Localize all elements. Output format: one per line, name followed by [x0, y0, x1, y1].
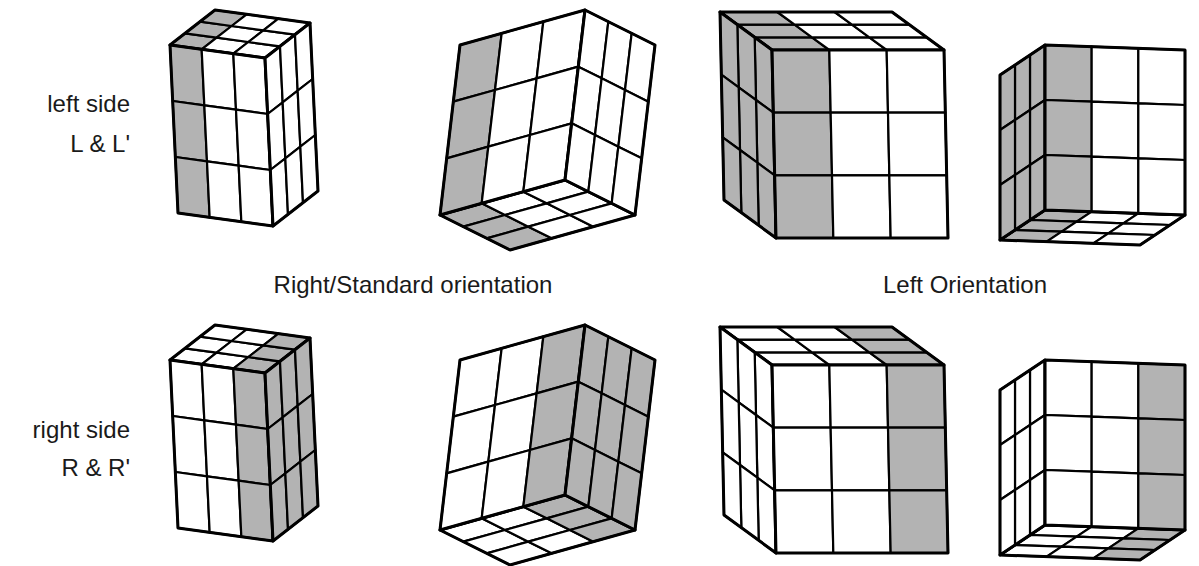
move-label: left side — [47, 90, 130, 118]
cube-sticker — [175, 157, 209, 217]
cube-sticker — [1045, 155, 1092, 212]
cube-sticker — [239, 166, 273, 226]
move-label: L & L' — [70, 130, 130, 158]
cube-sticker — [1138, 363, 1185, 420]
cube-sticker — [1045, 45, 1092, 102]
cube-face-outline — [1000, 45, 1045, 240]
cube-sticker — [239, 481, 273, 541]
orientation-caption: Right/Standard orientation — [274, 271, 553, 299]
cube-sticker — [233, 369, 267, 429]
cube-sticker — [1045, 100, 1092, 157]
cube-drawing — [1000, 45, 1185, 245]
cube-sticker — [204, 105, 238, 165]
cube-sticker — [1138, 473, 1185, 530]
cube-face-outline — [1045, 45, 1185, 215]
cube-sticker — [773, 428, 832, 491]
cube-sticker — [889, 490, 948, 553]
cube-sticker — [887, 50, 946, 113]
cube-face-outline — [265, 23, 318, 226]
cube-sticker — [1138, 103, 1185, 160]
cube-sticker — [233, 54, 267, 114]
cube-face-outline — [170, 360, 273, 541]
cube-sticker — [772, 50, 831, 113]
cube-sticker — [1092, 47, 1139, 104]
cube-face-outline — [720, 12, 776, 238]
cube-sticker — [207, 161, 241, 221]
cube-face-outline — [440, 325, 585, 530]
cube-face-outline — [1000, 360, 1045, 555]
cube-sticker — [1138, 418, 1185, 475]
cube-drawing — [1000, 360, 1185, 560]
cube-sticker — [170, 360, 204, 420]
cube-sticker — [888, 428, 947, 491]
cube-sticker — [1092, 472, 1139, 529]
cube-sticker — [832, 175, 891, 238]
cube-sticker — [1138, 158, 1185, 215]
cube-sticker — [831, 113, 890, 176]
cube-sticker — [831, 428, 890, 491]
move-label: right side — [33, 416, 130, 444]
cube-sticker — [775, 490, 834, 553]
cube-sticker — [204, 420, 238, 480]
cube-sticker — [1045, 360, 1092, 417]
cube-sticker — [207, 476, 241, 536]
cube-sticker — [772, 365, 831, 428]
cube-drawing — [440, 325, 655, 565]
cube-face-outline — [440, 10, 585, 215]
cube-sticker — [887, 365, 946, 428]
cube-sticker — [173, 416, 207, 476]
move-label: R & R' — [61, 454, 130, 482]
cube-sticker — [1138, 48, 1185, 105]
orientation-caption: Left Orientation — [883, 271, 1047, 299]
cube-drawing — [170, 10, 318, 226]
cube-face-outline — [565, 325, 655, 530]
cube-face-outline — [565, 10, 655, 215]
cube-drawing — [720, 327, 948, 553]
cube-sticker — [1045, 415, 1092, 472]
cube-sticker — [236, 110, 270, 170]
cube-face-outline — [170, 45, 273, 226]
cube-face-outline — [772, 50, 948, 238]
cube-sticker — [775, 175, 834, 238]
cube-face-outline — [772, 365, 948, 553]
cube-face-outline — [265, 338, 318, 541]
cube-drawing — [720, 12, 948, 238]
cube-face-outline — [1045, 360, 1185, 530]
cube-sticker — [888, 113, 947, 176]
cube-sticker — [1092, 157, 1139, 214]
cube-drawing — [440, 10, 655, 250]
cube-sticker — [202, 364, 236, 424]
cube-sticker — [773, 113, 832, 176]
cube-sticker — [202, 49, 236, 109]
cube-sticker — [889, 175, 948, 238]
cube-sticker — [829, 365, 888, 428]
cube-sticker — [236, 425, 270, 485]
cube-sticker — [1092, 362, 1139, 419]
cube-sticker — [175, 472, 209, 532]
cube-sticker — [1092, 417, 1139, 474]
cube-face-outline — [720, 327, 776, 553]
cube-sticker — [1045, 470, 1092, 527]
cube-sticker — [170, 45, 204, 105]
cube-sticker — [1092, 102, 1139, 159]
cube-sticker — [173, 101, 207, 161]
cube-sticker — [832, 490, 891, 553]
cube-drawing — [170, 325, 318, 541]
cube-sticker — [829, 50, 888, 113]
